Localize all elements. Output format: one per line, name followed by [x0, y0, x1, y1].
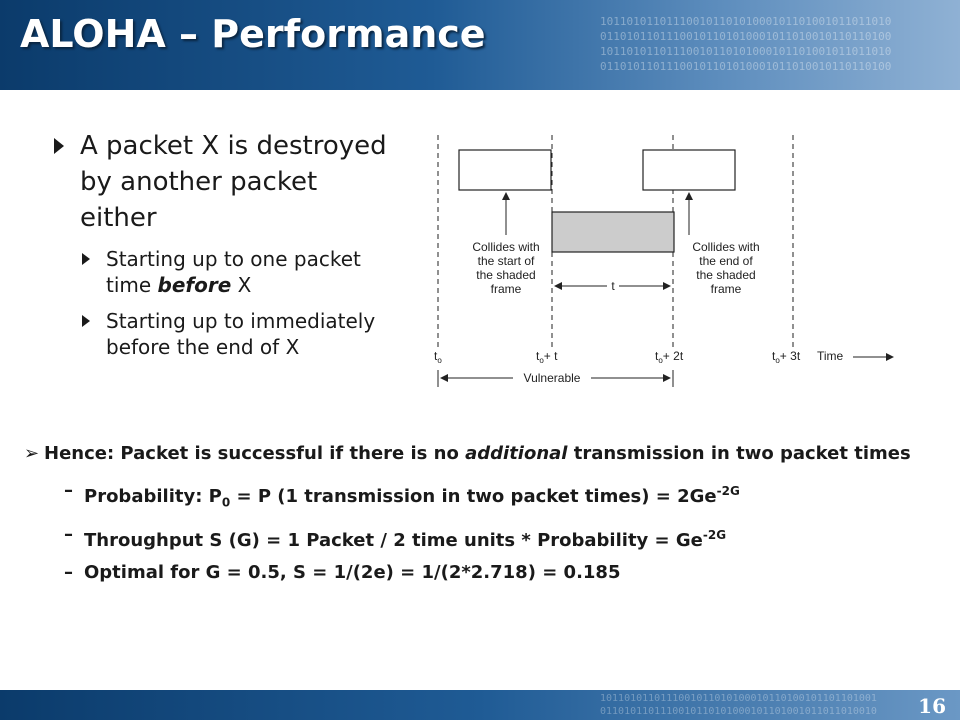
- bullet-sub-end: Starting up to immediately before the en…: [80, 308, 400, 360]
- binary-pattern-decoration: 1011010110111001011010100010110100101101…: [600, 693, 877, 717]
- binary-pattern-decoration: 1011010110111001011010100010110100101101…: [600, 15, 892, 73]
- tick-t0: to: [434, 349, 442, 365]
- tick-t3: to+ 3t: [772, 349, 801, 365]
- bullet-triangle-icon: [82, 253, 90, 265]
- tick-t1: to+ t: [536, 349, 558, 365]
- dash-bullet: –: [64, 523, 73, 545]
- bullet-main: A packet X is destroyed by another packe…: [50, 128, 400, 236]
- footer-bar: 1011010110111001011010100010110100101101…: [0, 690, 960, 720]
- right-label-line: frame: [711, 282, 742, 296]
- bullet-triangle-icon: [82, 315, 90, 327]
- probability-line: – Probability: P0 = P (1 transmission in…: [64, 480, 740, 510]
- t-span-label: t: [611, 279, 615, 293]
- bullet-list: A packet X is destroyed by another packe…: [50, 128, 400, 360]
- left-label-line: the shaded: [476, 268, 535, 282]
- tick-t2: to+ 2t: [655, 349, 684, 365]
- right-label-line: the shaded: [696, 268, 755, 282]
- shaded-frame: [551, 211, 675, 253]
- colliding-frame-right: [642, 149, 736, 191]
- optimal-line: – Optimal for G = 0.5, S = 1/(2e) = 1/(2…: [64, 561, 621, 583]
- right-label-line: the end of: [699, 254, 753, 268]
- bullet-sub-before: Starting up to one packet time before X: [80, 246, 400, 298]
- colliding-frame-left: [458, 149, 552, 191]
- title-bar: 1011010110111001011010100010110100101101…: [0, 0, 960, 90]
- left-label-line: Collides with: [472, 240, 539, 254]
- dash-bullet: –: [64, 480, 73, 501]
- right-label-line: Collides with: [692, 240, 759, 254]
- left-label-line: the start of: [478, 254, 535, 268]
- page-number: 16: [918, 694, 946, 718]
- left-label-line: frame: [491, 282, 522, 296]
- analysis-section: ➢ Hence: Packet is successful if there i…: [24, 440, 944, 585]
- time-axis-label: Time: [817, 349, 844, 363]
- slide-title: ALOHA – Performance: [20, 12, 486, 56]
- vulnerable-label: Vulnerable: [524, 371, 581, 385]
- bullet-triangle-icon: [54, 138, 64, 154]
- dash-bullet: –: [64, 561, 73, 583]
- hence-line: ➢ Hence: Packet is successful if there i…: [24, 440, 944, 467]
- vulnerable-period-diagram: Collides with the start of the shaded fr…: [434, 135, 894, 387]
- throughput-line: – Throughput S (G) = 1 Packet / 2 time u…: [64, 523, 727, 551]
- arrow-bullet-icon: ➢: [24, 443, 40, 464]
